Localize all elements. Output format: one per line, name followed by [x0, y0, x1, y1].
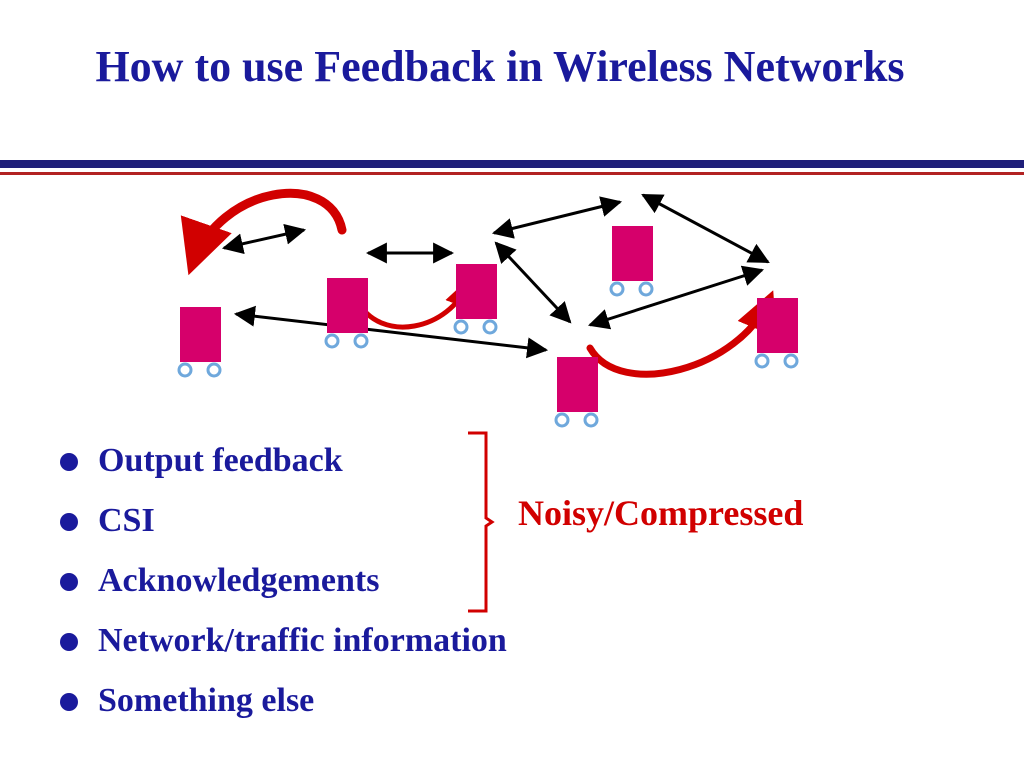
mobile-node [609, 226, 654, 297]
bullet-item: Network/traffic information [58, 613, 507, 673]
wheel [353, 333, 369, 349]
wheel [206, 362, 222, 378]
bullet-text: Network/traffic information [98, 622, 507, 659]
wheel [453, 319, 469, 335]
wheel [324, 333, 340, 349]
title-divider-primary [0, 160, 1024, 168]
mobile-node-icon [456, 264, 497, 319]
bullet-dot-icon [60, 453, 78, 471]
feedback-arrow [354, 277, 474, 330]
mobile-node [324, 278, 369, 349]
bullet-item: Acknowledgements [58, 553, 507, 613]
brace-label: Noisy/Compressed [518, 493, 804, 533]
link-arrow [494, 241, 572, 324]
curly-brace-icon [468, 431, 495, 613]
title-divider-secondary [0, 172, 1024, 175]
wheel [783, 353, 799, 369]
wheel [482, 319, 498, 335]
bullet-item: Something else [58, 673, 507, 733]
wheel [754, 353, 770, 369]
wheel [177, 362, 193, 378]
mobile-node-icon [557, 357, 598, 412]
link-arrow [641, 193, 770, 264]
network-diagram [177, 188, 799, 428]
feedback-arrow [180, 188, 347, 276]
mobile-node-icon [612, 226, 653, 281]
wheel [609, 281, 625, 297]
wheel [583, 412, 599, 428]
link-arrow [233, 305, 549, 359]
mobile-node-icon [180, 307, 221, 362]
bullet-dot-icon [60, 633, 78, 651]
link-arrow [587, 265, 765, 330]
wheel [638, 281, 654, 297]
bullet-dot-icon [60, 513, 78, 531]
bullet-dot-icon [60, 693, 78, 711]
mobile-node-icon [327, 278, 368, 333]
bullet-text: CSI [98, 502, 155, 539]
bullet-text: Acknowledgements [98, 562, 380, 599]
mobile-node [177, 307, 222, 378]
mobile-node-icon [757, 298, 798, 353]
wheel [554, 412, 570, 428]
mobile-node [754, 298, 799, 369]
mobile-node [453, 264, 498, 335]
mobile-node [554, 357, 599, 428]
bullet-item: CSI [58, 493, 507, 553]
bullet-item: Output feedback [58, 433, 507, 493]
bullet-text: Output feedback [98, 442, 343, 479]
feedback-arrow [586, 290, 777, 378]
link-arrow [221, 223, 307, 255]
bullet-list: Output feedback CSI Acknowledgements Net… [58, 433, 507, 733]
slide-title: How to use Feedback in Wireless Networks [95, 42, 905, 91]
link-arrow [491, 196, 623, 239]
bullet-text: Something else [98, 682, 315, 719]
bullet-dot-icon [60, 573, 78, 591]
